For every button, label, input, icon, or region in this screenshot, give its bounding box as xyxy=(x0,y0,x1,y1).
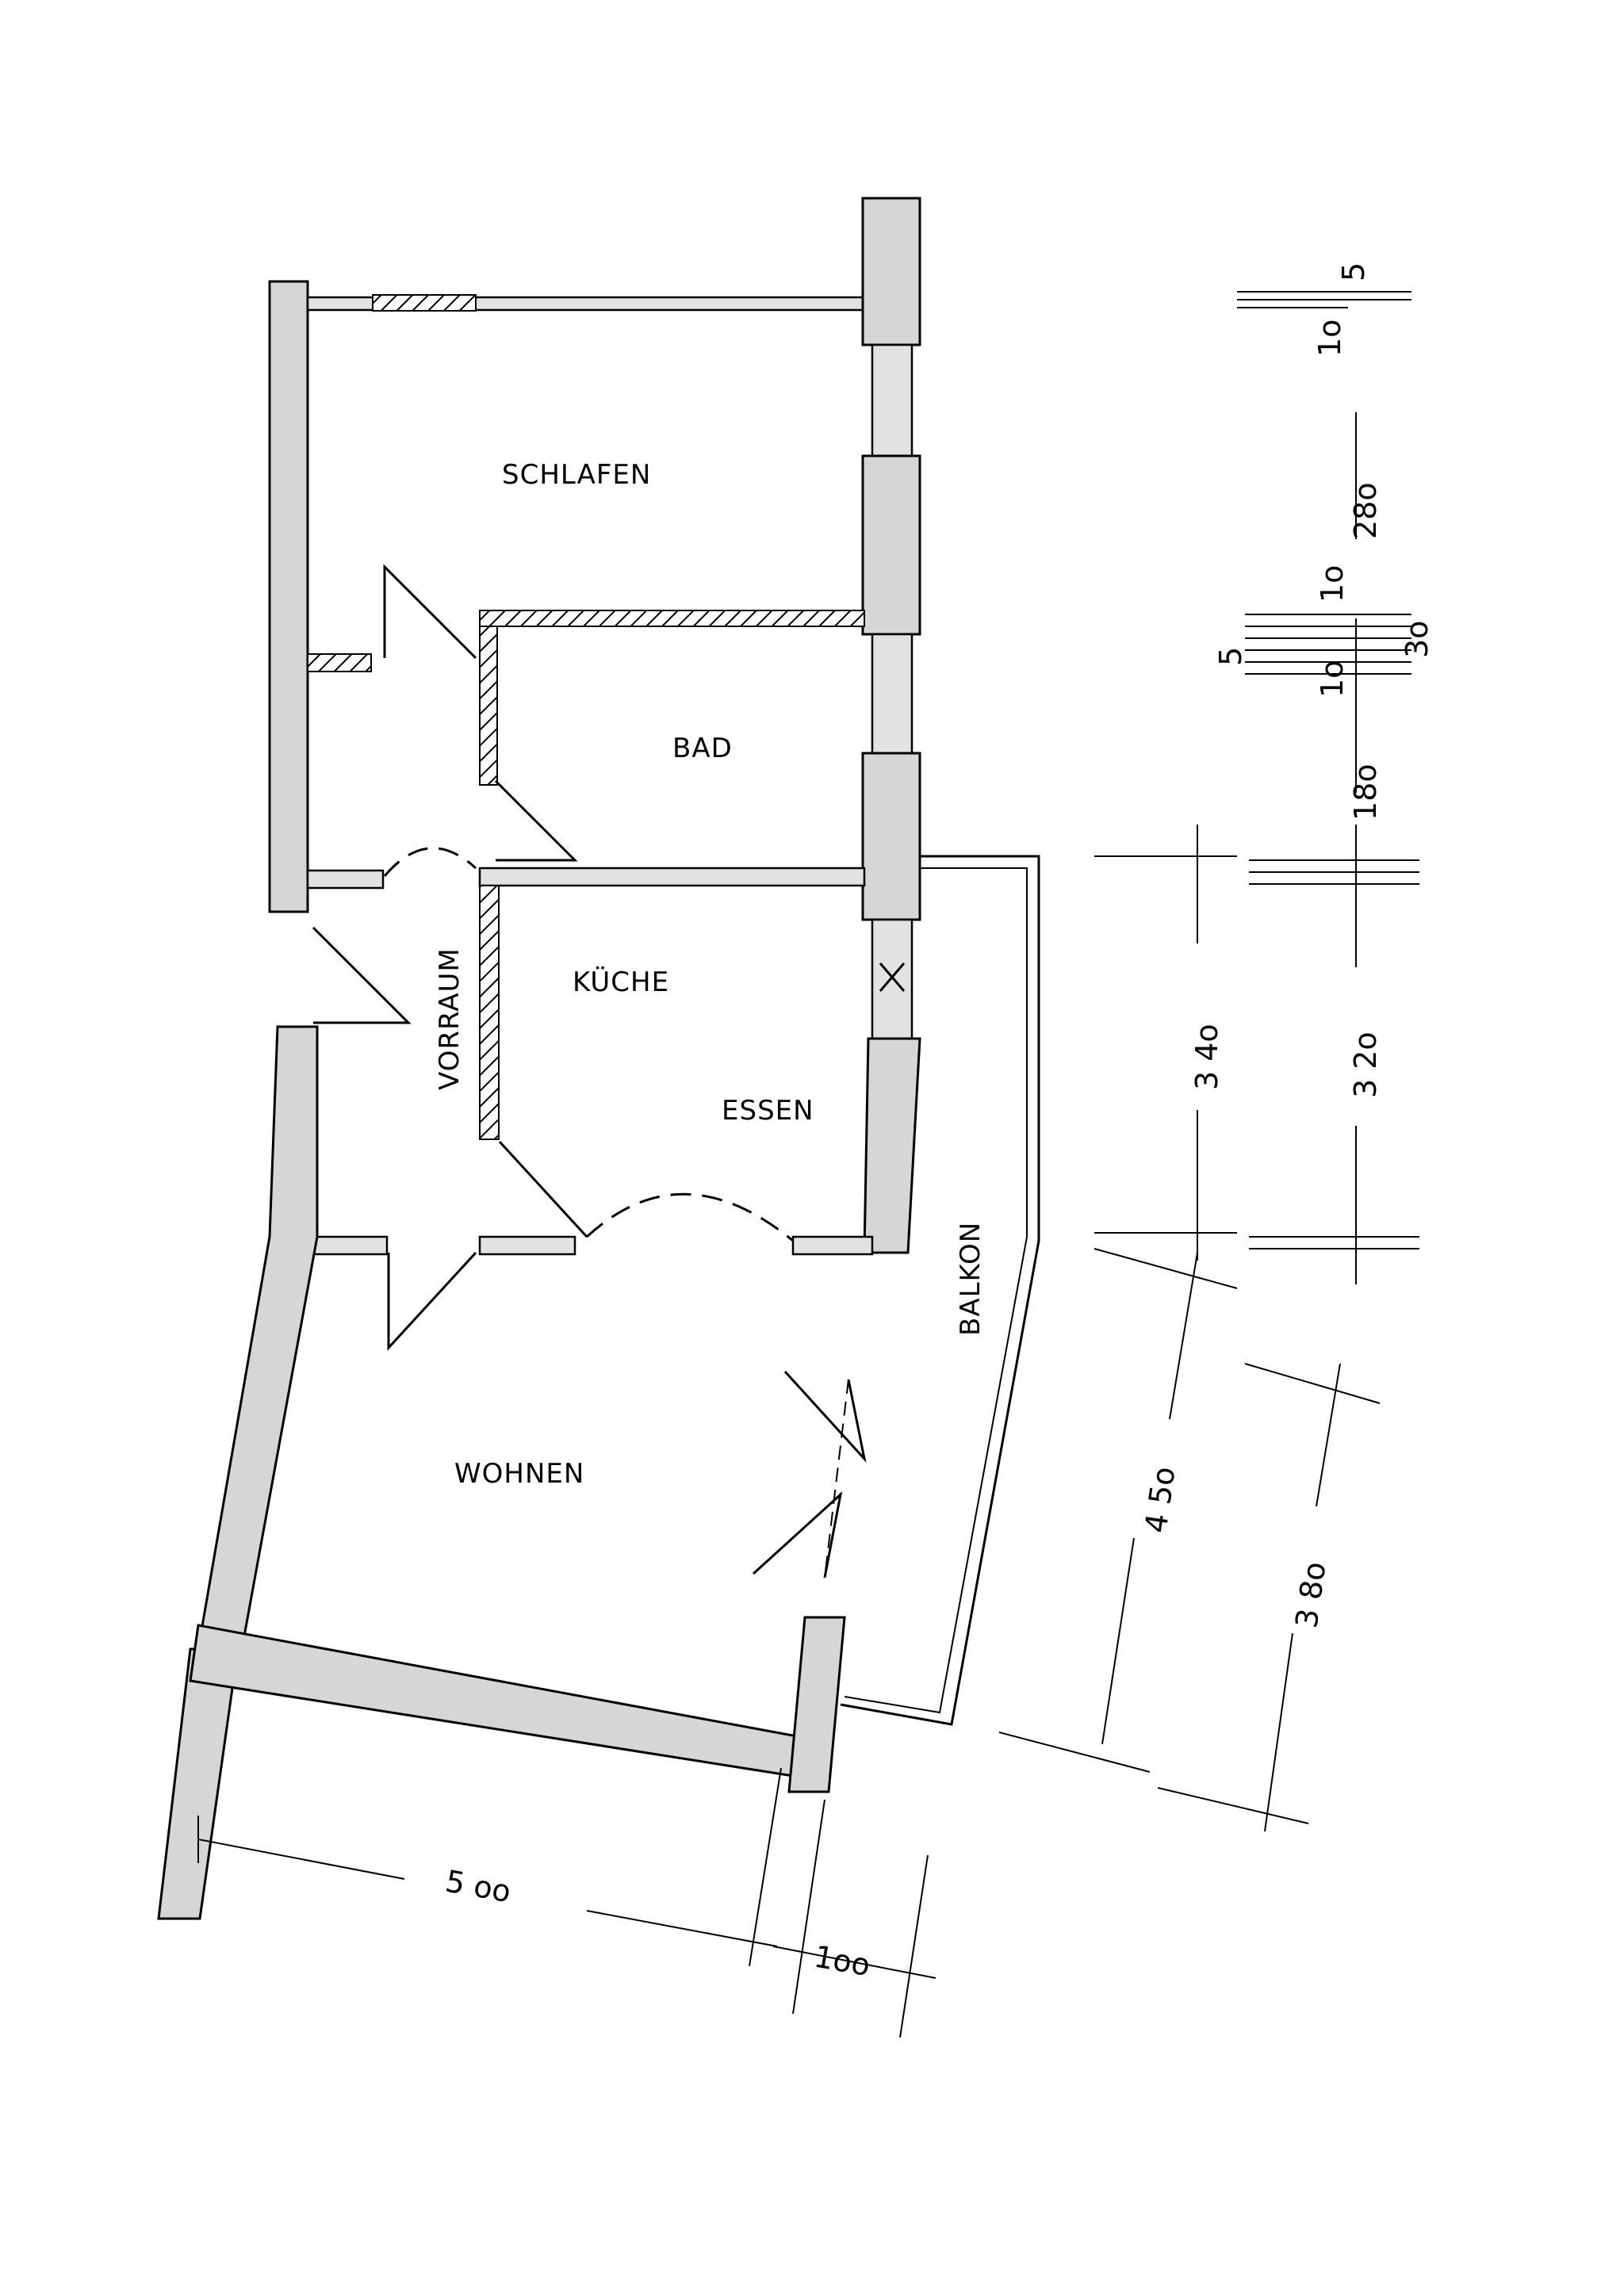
dim-label-100: 1oo xyxy=(811,1939,872,1984)
door-entrance xyxy=(312,926,412,1024)
doors xyxy=(312,564,906,1578)
dim-500-line-b xyxy=(586,1910,778,1947)
room-label-balkon: BALKON xyxy=(955,1222,986,1336)
window-right-1 xyxy=(871,343,914,457)
dim-label-450: 4 5o xyxy=(1138,1464,1182,1535)
dim-380-tick-bottom xyxy=(1157,1787,1309,1824)
dim-100-tick-a xyxy=(792,1799,825,2015)
wall-bad-kueche xyxy=(478,867,866,887)
wall-bad-top xyxy=(479,610,865,627)
wall-right-bottom-lower xyxy=(787,1616,846,1793)
dimension-lines xyxy=(197,291,1419,2038)
dim-380-line-a xyxy=(1316,1363,1341,1507)
wall-right-lower xyxy=(861,752,921,921)
dim-label-340: 3 4o xyxy=(1189,1024,1224,1090)
dim-label-5-top: 5 xyxy=(1336,262,1371,281)
dim-label-30: 3o xyxy=(1400,621,1434,658)
dim-label-5-mid: 5 xyxy=(1213,647,1248,666)
room-label-kueche: KÜCHE xyxy=(573,966,669,998)
wall-left-lower xyxy=(197,1025,319,1651)
room-label-essen: ESSEN xyxy=(722,1095,814,1127)
wall-schlafen-stub xyxy=(307,653,372,672)
wall-right-mid xyxy=(861,454,921,636)
door-balkon-2 xyxy=(752,1490,843,1578)
wall-bottom xyxy=(189,1624,799,1777)
door-schlafen xyxy=(383,564,477,660)
dim-label-380: 3 8o xyxy=(1289,1559,1332,1630)
wall-right-bottom xyxy=(863,1037,921,1254)
wall-bad-left xyxy=(479,626,498,786)
balcony-outline xyxy=(840,855,1040,1726)
wall-top-hatched xyxy=(372,294,477,312)
wall-left-bottom xyxy=(157,1647,239,1920)
room-label-wohnen: WOHNEN xyxy=(454,1458,584,1490)
dim-label-320: 3 2o xyxy=(1348,1031,1383,1098)
dim-380-line-b xyxy=(1264,1632,1293,1832)
room-label-schlafen: SCHLAFEN xyxy=(502,459,651,491)
door-vorraum-arc xyxy=(383,847,477,877)
balcony xyxy=(840,855,1040,1726)
dim-450-line-b xyxy=(1101,1537,1135,1745)
dim-450-line-a xyxy=(1169,1252,1198,1420)
door-kueche xyxy=(498,1140,588,1238)
dim-380-tick-top xyxy=(1244,1363,1381,1404)
dim-label-500: 5 oo xyxy=(442,1864,513,1910)
dim-label-10-top: 1o xyxy=(1312,320,1347,357)
dim-100-tick-b xyxy=(899,1854,929,2038)
window-right-2 xyxy=(871,633,914,755)
window-right-3 xyxy=(871,918,914,1040)
room-label-vorraum: VORRAUM xyxy=(434,947,465,1090)
door-wohnen xyxy=(387,1251,477,1351)
dim-500-tick-right xyxy=(749,1767,782,1967)
dim-500-line-a xyxy=(197,1839,405,1880)
wall-vorraum-top xyxy=(306,869,385,890)
balkon-door-dash xyxy=(824,1379,849,1578)
wall-kueche-left xyxy=(479,885,500,1140)
window-mark-2 xyxy=(879,962,906,992)
dim-450-tick-bottom xyxy=(998,1732,1151,1773)
dim-label-280: 28o xyxy=(1348,482,1383,539)
wall-kueche-bottom-right xyxy=(791,1235,874,1256)
wall-kueche-bottom-left xyxy=(478,1235,576,1256)
dim-label-10-a: 1o xyxy=(1315,565,1350,603)
dim-450-tick-top xyxy=(1094,1248,1238,1289)
door-balkon-1 xyxy=(783,1370,867,1464)
wall-right-upper xyxy=(861,197,921,346)
wall-vorraum-bottom xyxy=(306,1235,389,1256)
wall-left-upper xyxy=(268,280,309,913)
room-label-bad: BAD xyxy=(672,733,733,764)
dim-label-180: 18o xyxy=(1348,763,1383,821)
dim-label-10-b: 1o xyxy=(1315,660,1350,698)
dim-100-line xyxy=(772,1946,936,1979)
balcony-inner xyxy=(844,867,1028,1714)
walls xyxy=(157,197,921,1920)
door-wohnen-arc xyxy=(585,1192,794,1242)
door-bad xyxy=(494,779,578,862)
room-labels: SCHLAFEN BAD KÜCHE ESSEN VORRAUM WOHNEN … xyxy=(434,459,986,1490)
